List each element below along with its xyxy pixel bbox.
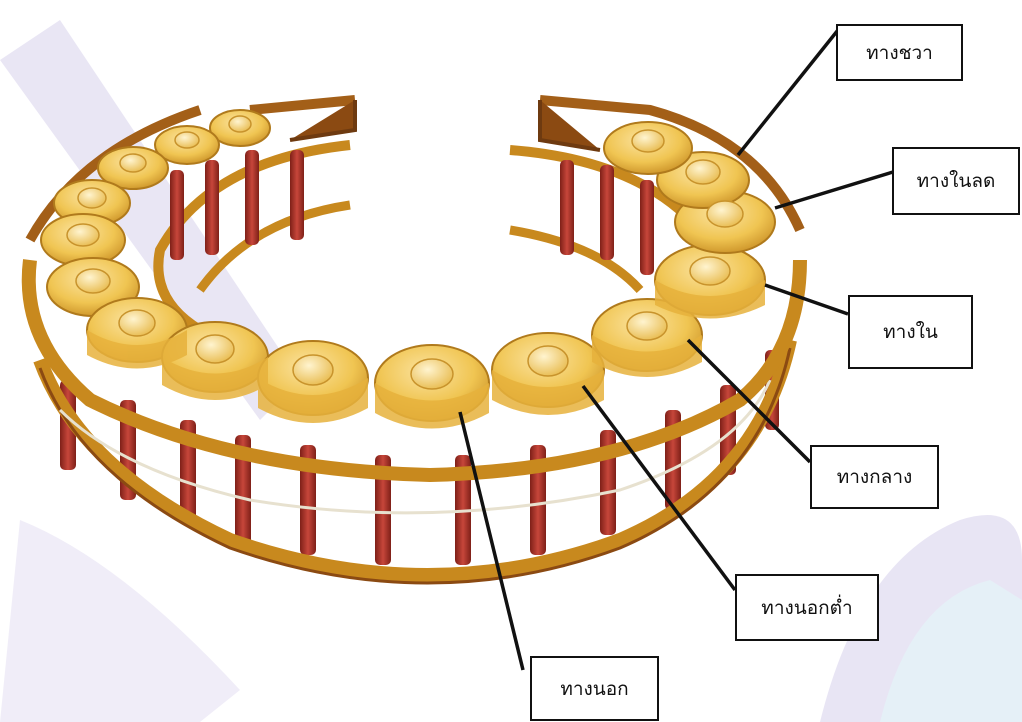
label-tang-nok: ทางนอก (530, 656, 659, 721)
label-tang-klang: ทางกลาง (810, 445, 939, 509)
label-tang-nai: ทางใน (848, 295, 973, 369)
leader-line-right (738, 30, 838, 155)
leader-line-inner (765, 285, 848, 314)
leader-line-inner-low (775, 172, 893, 208)
label-tang-nai-lot: ทางในลด (892, 147, 1020, 215)
gong-circle-instrument (29, 100, 800, 583)
label-tang-nok-tam: ทางนอกต่ำ (735, 574, 879, 641)
label-tang-chwa: ทางชวา (836, 24, 963, 81)
